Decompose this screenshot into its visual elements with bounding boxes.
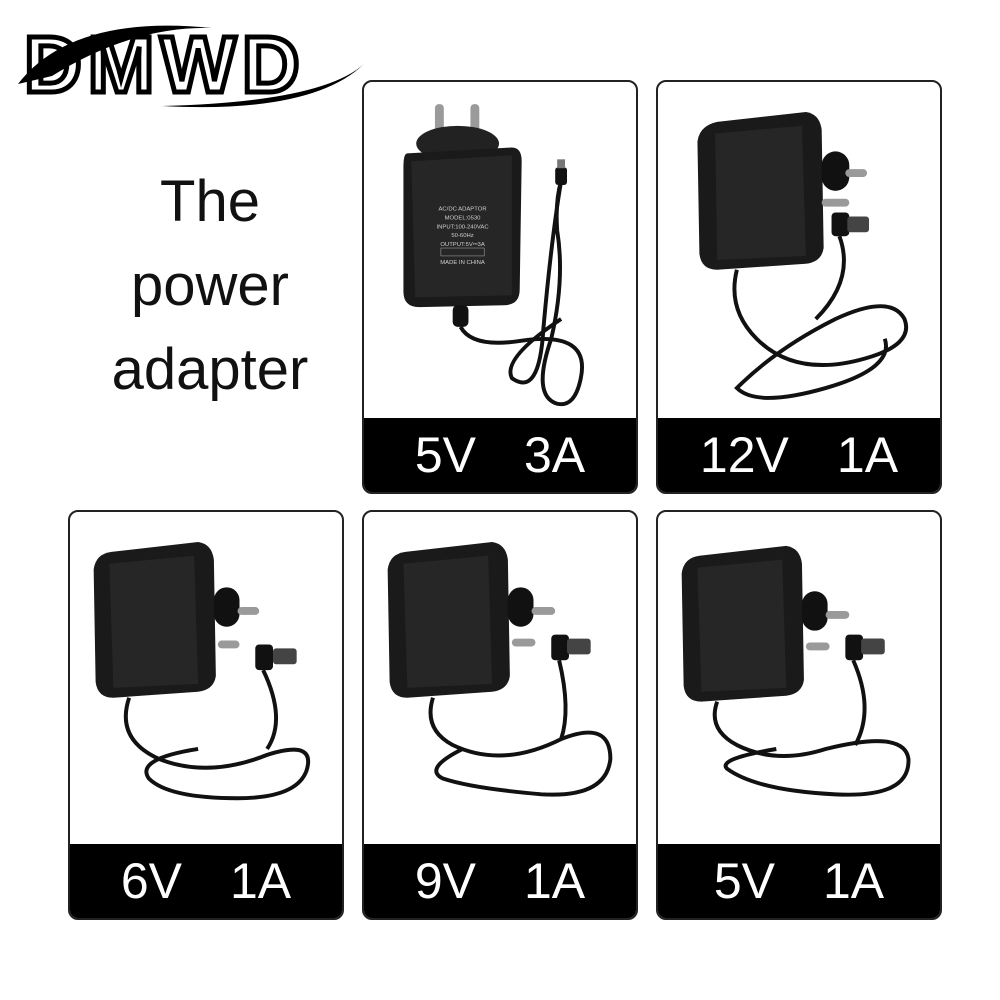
headline-line-1: The [160, 169, 260, 234]
adapter-photo [658, 82, 940, 418]
spec-label: 5V 1A [658, 844, 940, 918]
adapter-photo [658, 512, 940, 844]
voltage-text: 12V [699, 427, 789, 483]
product-card-12v-1a[interactable]: 12V 1A [656, 80, 942, 494]
product-card-5v-1a[interactable]: 5V 1A [656, 510, 942, 920]
spec-label: 9V 1A [364, 844, 636, 918]
adapter-label-input: INPUT:100-240VAC [437, 224, 490, 230]
headline-line-2: power [131, 253, 289, 318]
voltage-text: 6V [120, 853, 182, 909]
spec-label: 12V 1A [658, 418, 940, 492]
headline-line-3: adapter [111, 337, 309, 402]
adapter-photo: AC/DC ADAPTOR MODEL:0530 INPUT:100-240VA… [364, 82, 636, 418]
adapter-label-model: MODEL:0530 [445, 215, 481, 221]
current-text: 1A [230, 853, 292, 909]
adapter-photo [364, 512, 636, 844]
current-text: 1A [524, 853, 586, 909]
brand-logo: DMWD [12, 6, 372, 116]
adapter-label-title: AC/DC ADAPTOR [438, 207, 486, 213]
adapter-label-output: OUTPUT:5V⎓3A [440, 242, 484, 248]
current-text: 3A [524, 427, 586, 483]
voltage-text: 5V [713, 853, 775, 909]
spec-label: 5V 3A [364, 418, 636, 492]
voltage-text: 5V [414, 427, 476, 483]
product-card-9v-1a[interactable]: 9V 1A [362, 510, 638, 920]
current-text: 1A [836, 427, 899, 483]
product-card-6v-1a[interactable]: 6V 1A [68, 510, 344, 920]
headline: The power adapter [60, 160, 360, 412]
brand-logo-text: DMWD [24, 20, 306, 109]
spec-label: 6V 1A [70, 844, 342, 918]
current-text: 1A [823, 853, 885, 909]
product-card-5v-3a[interactable]: AC/DC ADAPTOR MODEL:0530 INPUT:100-240VA… [362, 80, 638, 494]
adapter-label-freq: 50-60Hz [451, 233, 473, 239]
adapter-photo [70, 512, 342, 844]
voltage-text: 9V [414, 853, 476, 909]
adapter-label-origin: MADE IN CHINA [440, 260, 485, 266]
